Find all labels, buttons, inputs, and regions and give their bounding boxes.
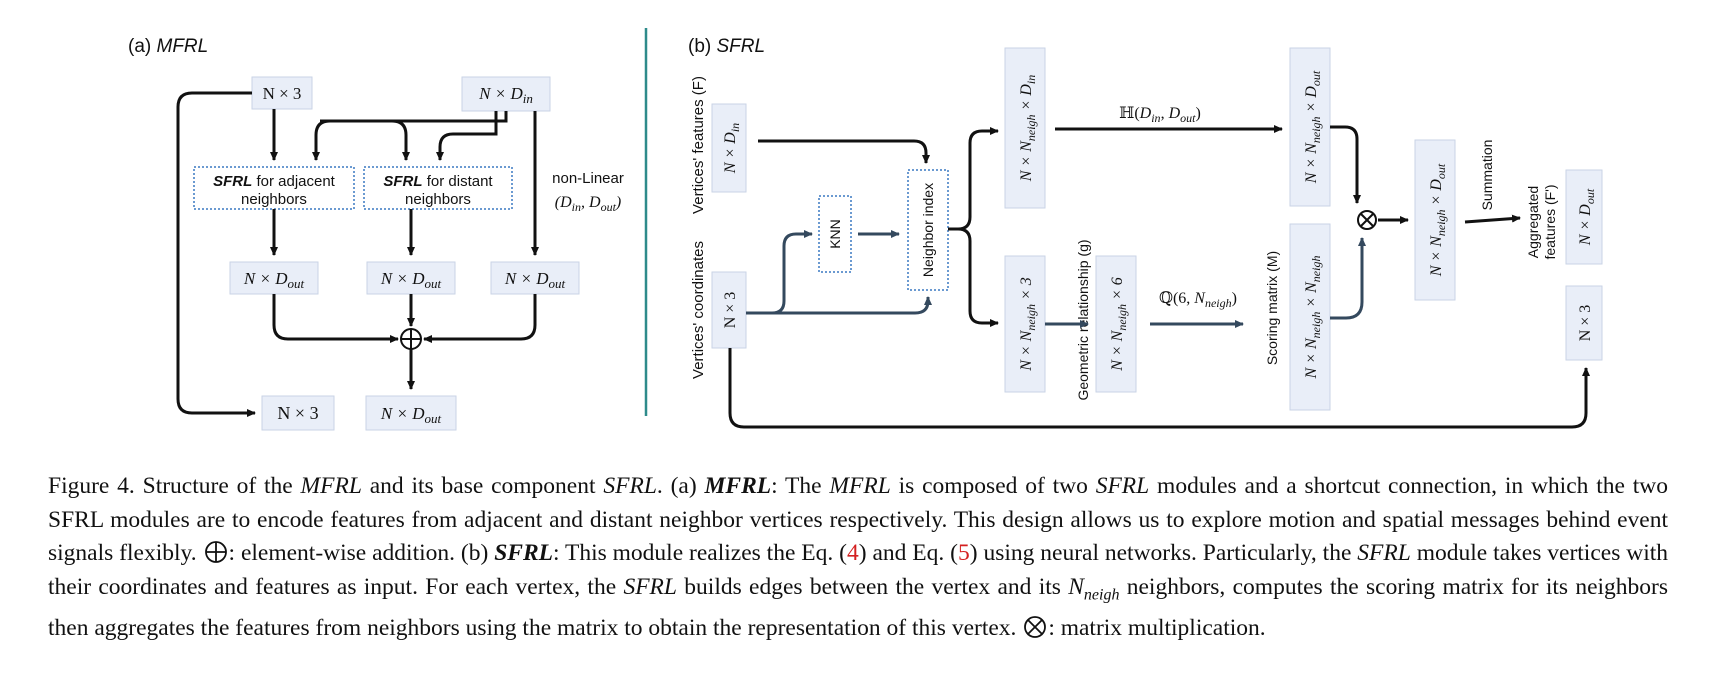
svg-text:SFRL for adjacent: SFRL for adjacent (213, 173, 336, 190)
b-arrows-dark (728, 125, 1590, 429)
svg-text:SFRL for distant: SFRL for distant (383, 173, 493, 190)
b-scoring-box: N × Nneigh × Nneigh (1289, 223, 1331, 411)
b-vertices-features-label: Vertices' features (F) (690, 76, 707, 214)
figure-caption: Figure 4. Structure of the MFRL and its … (48, 473, 1669, 641)
svg-text:N × 3: N × 3 (277, 403, 318, 423)
panel-a: (a) MFRL N × 3 N × Din SFRL for adjacent… (128, 36, 624, 431)
multiplication-symbol-inline (1024, 615, 1047, 638)
figure-diagram: (a) MFRL N × 3 N × Din SFRL for adjacent… (128, 28, 1603, 431)
a-arrows (176, 91, 539, 417)
b-knn-box: KNN (818, 195, 852, 273)
panel-b-title: (b) SFRL (688, 36, 765, 57)
b-aggregated-label-1: Aggregated (1525, 186, 1541, 258)
b-in-feats-box: N × Din (711, 103, 747, 193)
b-agg-coords-box: N × 3 (1565, 285, 1603, 361)
a-input-coords-box: N × 3 (251, 76, 313, 110)
a-sfrl-distant-box: SFRL for distant neighbors (363, 166, 513, 210)
svg-text:neighbors: neighbors (241, 191, 307, 208)
svg-text:N × 3: N × 3 (1577, 305, 1594, 342)
b-geometric-label: Geometric relationship (g) (1075, 239, 1091, 400)
b-in-coords-box: N × 3 (711, 271, 747, 349)
addition-symbol-inline (204, 541, 227, 563)
panel-a-title: (a) MFRL (128, 36, 208, 57)
a-final-coords-box: N × 3 (261, 395, 335, 431)
svg-text:N × Nneigh × Nneigh: N × Nneigh × Nneigh (1303, 256, 1323, 380)
b-agg-feats-box: N × Dout (1565, 169, 1603, 265)
svg-text:KNN: KNN (827, 219, 843, 249)
svg-text:N × Nneigh × Din: N × Nneigh × Din (1018, 75, 1038, 183)
svg-text:N × Nneigh × 6: N × Nneigh × 6 (1109, 277, 1129, 372)
a-out-distant-box: N × Dout (366, 261, 456, 295)
a-addition-symbol (400, 328, 422, 350)
b-summation-label: Summation (1479, 140, 1495, 211)
svg-text:N × Nneigh × Dout: N × Nneigh × Dout (1303, 70, 1323, 184)
a-input-feats-box: N × Din (461, 76, 551, 112)
a-sfrl-adjacent-box: SFRL for adjacent neighbors (193, 166, 355, 210)
svg-text:N × Nneigh × Dout: N × Nneigh × Dout (1428, 163, 1448, 277)
b-out-feats-box: N × Nneigh × Dout (1289, 47, 1331, 207)
b-multiplication-symbol (1357, 210, 1377, 230)
panel-b: (b) SFRL Vertices' features (F) Vertices… (688, 36, 1603, 429)
b-nb-coords-box: N × Nneigh × 3 (1004, 255, 1046, 393)
svg-text:N × Din: N × Din (722, 123, 742, 174)
b-nb-feats-box: N × Nneigh × Din (1004, 47, 1046, 209)
b-product-box: N × Nneigh × Dout (1414, 139, 1456, 301)
b-scoring-label: Scoring matrix (M) (1264, 251, 1280, 365)
a-final-feats-box: N × Dout (365, 395, 457, 431)
b-arrows-slate (746, 230, 1366, 328)
svg-text:N × 3: N × 3 (722, 292, 739, 329)
svg-text:Neighbor index: Neighbor index (920, 183, 936, 277)
b-aggregated-label-2: features (F') (1542, 184, 1558, 259)
b-vertices-coords-label: Vertices' coordinates (690, 241, 707, 379)
b-h-label: ℍ(Din, Dout) (1119, 105, 1201, 125)
b-neighbor-index-box: Neighbor index (907, 169, 949, 291)
b-q-label: ℚ(6, Nneigh) (1159, 290, 1237, 310)
a-out-adjacent-box: N × Dout (229, 261, 319, 295)
eq-ref-4[interactable]: 4 (846, 540, 859, 566)
svg-text:N × Din: N × Din (478, 84, 533, 106)
a-out-nonlinear-box: N × Dout (490, 261, 580, 295)
eq-ref-5[interactable]: 5 (957, 540, 970, 566)
a-nonlinear-label: non-Linear (552, 170, 624, 187)
a-nonlinear-args: (Din, Dout) (555, 194, 621, 214)
b-geo-box: N × Nneigh × 6 (1095, 255, 1137, 393)
svg-text:N × Nneigh × 3: N × Nneigh × 3 (1018, 277, 1038, 372)
svg-text:neighbors: neighbors (405, 191, 471, 208)
svg-text:N × 3: N × 3 (263, 84, 302, 103)
